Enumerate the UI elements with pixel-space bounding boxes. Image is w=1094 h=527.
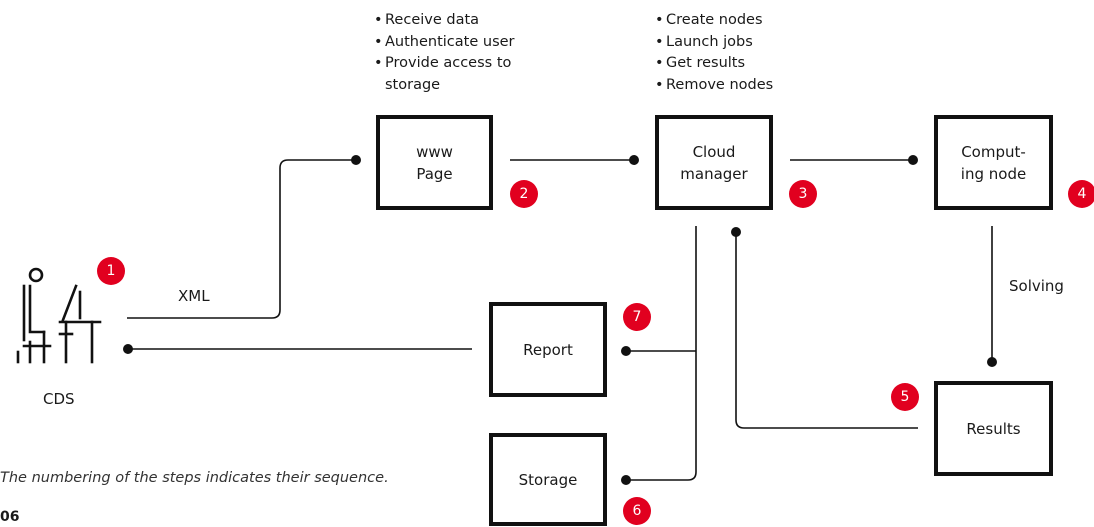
www-page-box[interactable]: www Page bbox=[376, 115, 493, 210]
compute-endpoint-dot bbox=[908, 155, 918, 165]
cloud-manager-label-line2: manager bbox=[680, 164, 748, 183]
xml-endpoint-dot bbox=[351, 155, 361, 165]
note-authenticate-user: Authenticate user bbox=[385, 33, 515, 50]
note-launch-jobs: Launch jobs bbox=[666, 33, 753, 50]
computing-node-label-line1: Comput- bbox=[961, 142, 1026, 161]
step-badge-3: 3 bbox=[789, 180, 817, 208]
step-badge-7: 7 bbox=[623, 303, 651, 331]
report-label: Report bbox=[523, 340, 573, 359]
computing-node-box[interactable]: Comput- ing node bbox=[934, 115, 1053, 210]
solving-label: Solving bbox=[1009, 277, 1064, 295]
note-get-results: Get results bbox=[666, 55, 746, 71]
page-number: 06 bbox=[0, 509, 20, 525]
note-receive-data: Receive data bbox=[385, 12, 480, 28]
note-storage: storage bbox=[385, 76, 441, 93]
cloud-manager-box[interactable]: Cloud manager bbox=[655, 115, 773, 210]
storage-box[interactable]: Storage bbox=[489, 433, 607, 526]
cloud-endpoint-dot bbox=[629, 155, 639, 165]
note-remove-nodes: Remove nodes bbox=[666, 76, 774, 93]
step-badge-5: 5 bbox=[891, 383, 919, 411]
cds-endpoint-dot bbox=[123, 344, 133, 354]
person-at-computer-icon bbox=[16, 267, 102, 364]
cloud-to-report-storage-connector bbox=[626, 226, 697, 481]
storage-endpoint-dot bbox=[621, 475, 631, 485]
cloud-return-endpoint-dot bbox=[731, 227, 741, 237]
step-badge-1: 1 bbox=[97, 257, 125, 285]
cds-label: CDS bbox=[43, 390, 75, 408]
note-create-nodes: Create nodes bbox=[666, 12, 763, 28]
computing-node-label-line2: ing node bbox=[960, 164, 1027, 183]
sequence-caption: The numbering of the steps indicates the… bbox=[0, 470, 389, 486]
xml-label: XML bbox=[178, 287, 210, 305]
report-box[interactable]: Report bbox=[489, 302, 607, 397]
step-badge-2: 2 bbox=[510, 180, 538, 208]
report-endpoint-dot bbox=[621, 346, 631, 356]
results-to-cloud-connector bbox=[735, 232, 918, 429]
xml-connector bbox=[127, 159, 356, 319]
results-endpoint-dot bbox=[987, 357, 997, 367]
www-page-label-line1: www bbox=[416, 142, 453, 161]
step-badge-4: 4 bbox=[1068, 180, 1094, 208]
storage-label: Storage bbox=[518, 470, 578, 489]
note-provide-access: Provide access to bbox=[385, 55, 512, 71]
results-label: Results bbox=[966, 419, 1021, 438]
www-page-label-line2: Page bbox=[416, 164, 453, 183]
cloud-manager-label-line1: Cloud bbox=[692, 142, 736, 161]
cloud-notes: •Create nodes •Launch jobs •Get results … bbox=[655, 12, 774, 93]
step-badge-6: 6 bbox=[623, 497, 651, 525]
www-notes: •Receive data •Authenticate user •Provid… bbox=[374, 12, 515, 93]
results-box[interactable]: Results bbox=[934, 381, 1053, 476]
